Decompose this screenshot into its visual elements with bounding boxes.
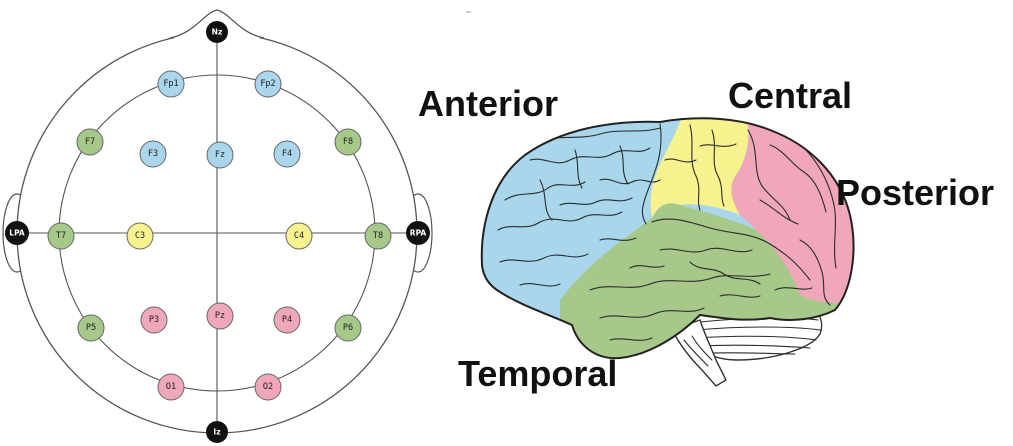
electrode-o2-label: O2 [263, 382, 273, 392]
fiducial-iz: Iz [206, 421, 228, 443]
electrode-p3-label: P3 [149, 315, 159, 325]
electrode-c3-label: C3 [135, 231, 145, 241]
electrode-p6-label: P6 [343, 323, 353, 333]
central-region [650, 118, 749, 218]
electrode-o1: O1 [157, 373, 185, 401]
brain-outline [480, 117, 855, 360]
electrode-f3: F3 [139, 140, 167, 168]
electrode-c4: C4 [285, 222, 313, 250]
fiducial-lpa: LPA [5, 221, 29, 245]
electrode-p4: P4 [273, 306, 301, 334]
brainstem [671, 319, 727, 387]
electrode-f3-label: F3 [148, 149, 158, 159]
electrode-fp1: Fp1 [157, 70, 185, 98]
fiducial-nz: Nz [206, 21, 228, 43]
electrode-fp1-label: Fp1 [163, 79, 178, 89]
fiducial-lpa-label: LPA [9, 229, 25, 238]
label-temporal: Temporal [458, 353, 617, 394]
label-central: Central [728, 75, 852, 116]
electrode-fp2-label: Fp2 [260, 79, 275, 89]
electrode-o1-label: O1 [166, 382, 176, 392]
electrode-f7-label: F7 [85, 137, 95, 147]
electrode-f4: F4 [273, 140, 301, 168]
fiducial-iz-label: Iz [213, 428, 220, 437]
electrode-pz: Pz [206, 302, 234, 330]
electrode-p6: P6 [334, 314, 362, 342]
electrode-t7-label: T7 [56, 231, 66, 241]
electrode-pz-label: Pz [215, 311, 225, 321]
electrode-fz: Fz [206, 141, 234, 169]
electrode-c3: C3 [126, 222, 154, 250]
electrode-p3: P3 [140, 306, 168, 334]
electrode-c4-label: C4 [294, 231, 304, 241]
electrode-f8-label: F8 [343, 137, 353, 147]
electrode-t7: T7 [47, 222, 75, 250]
electrode-p4-label: P4 [282, 315, 292, 325]
label-anterior: Anterior [418, 83, 558, 124]
fiducial-rpa: RPA [406, 221, 430, 245]
electrode-p5-label: P5 [86, 323, 96, 333]
electrode-f7: F7 [76, 128, 104, 156]
eeg-head-map: Nz Iz LPA RPA Fp1 Fp2 F7 F3 [2, 9, 433, 443]
electrode-f8: F8 [334, 128, 362, 156]
electrode-fp2: Fp2 [254, 70, 282, 98]
electrode-o2: O2 [254, 373, 282, 401]
electrode-p5: P5 [77, 314, 105, 342]
electrode-fz-label: Fz [215, 150, 225, 160]
electrode-t8: T8 [364, 222, 392, 250]
fiducial-nz-label: Nz [212, 28, 223, 37]
electrode-f4-label: F4 [282, 149, 292, 159]
electrode-t8-label: T8 [373, 231, 383, 241]
brain-illustration: Anterior Central Posterior Temporal [418, 75, 994, 394]
fiducial-rpa-label: RPA [410, 229, 427, 238]
label-posterior: Posterior [836, 172, 994, 213]
gyri-detail [497, 118, 837, 341]
